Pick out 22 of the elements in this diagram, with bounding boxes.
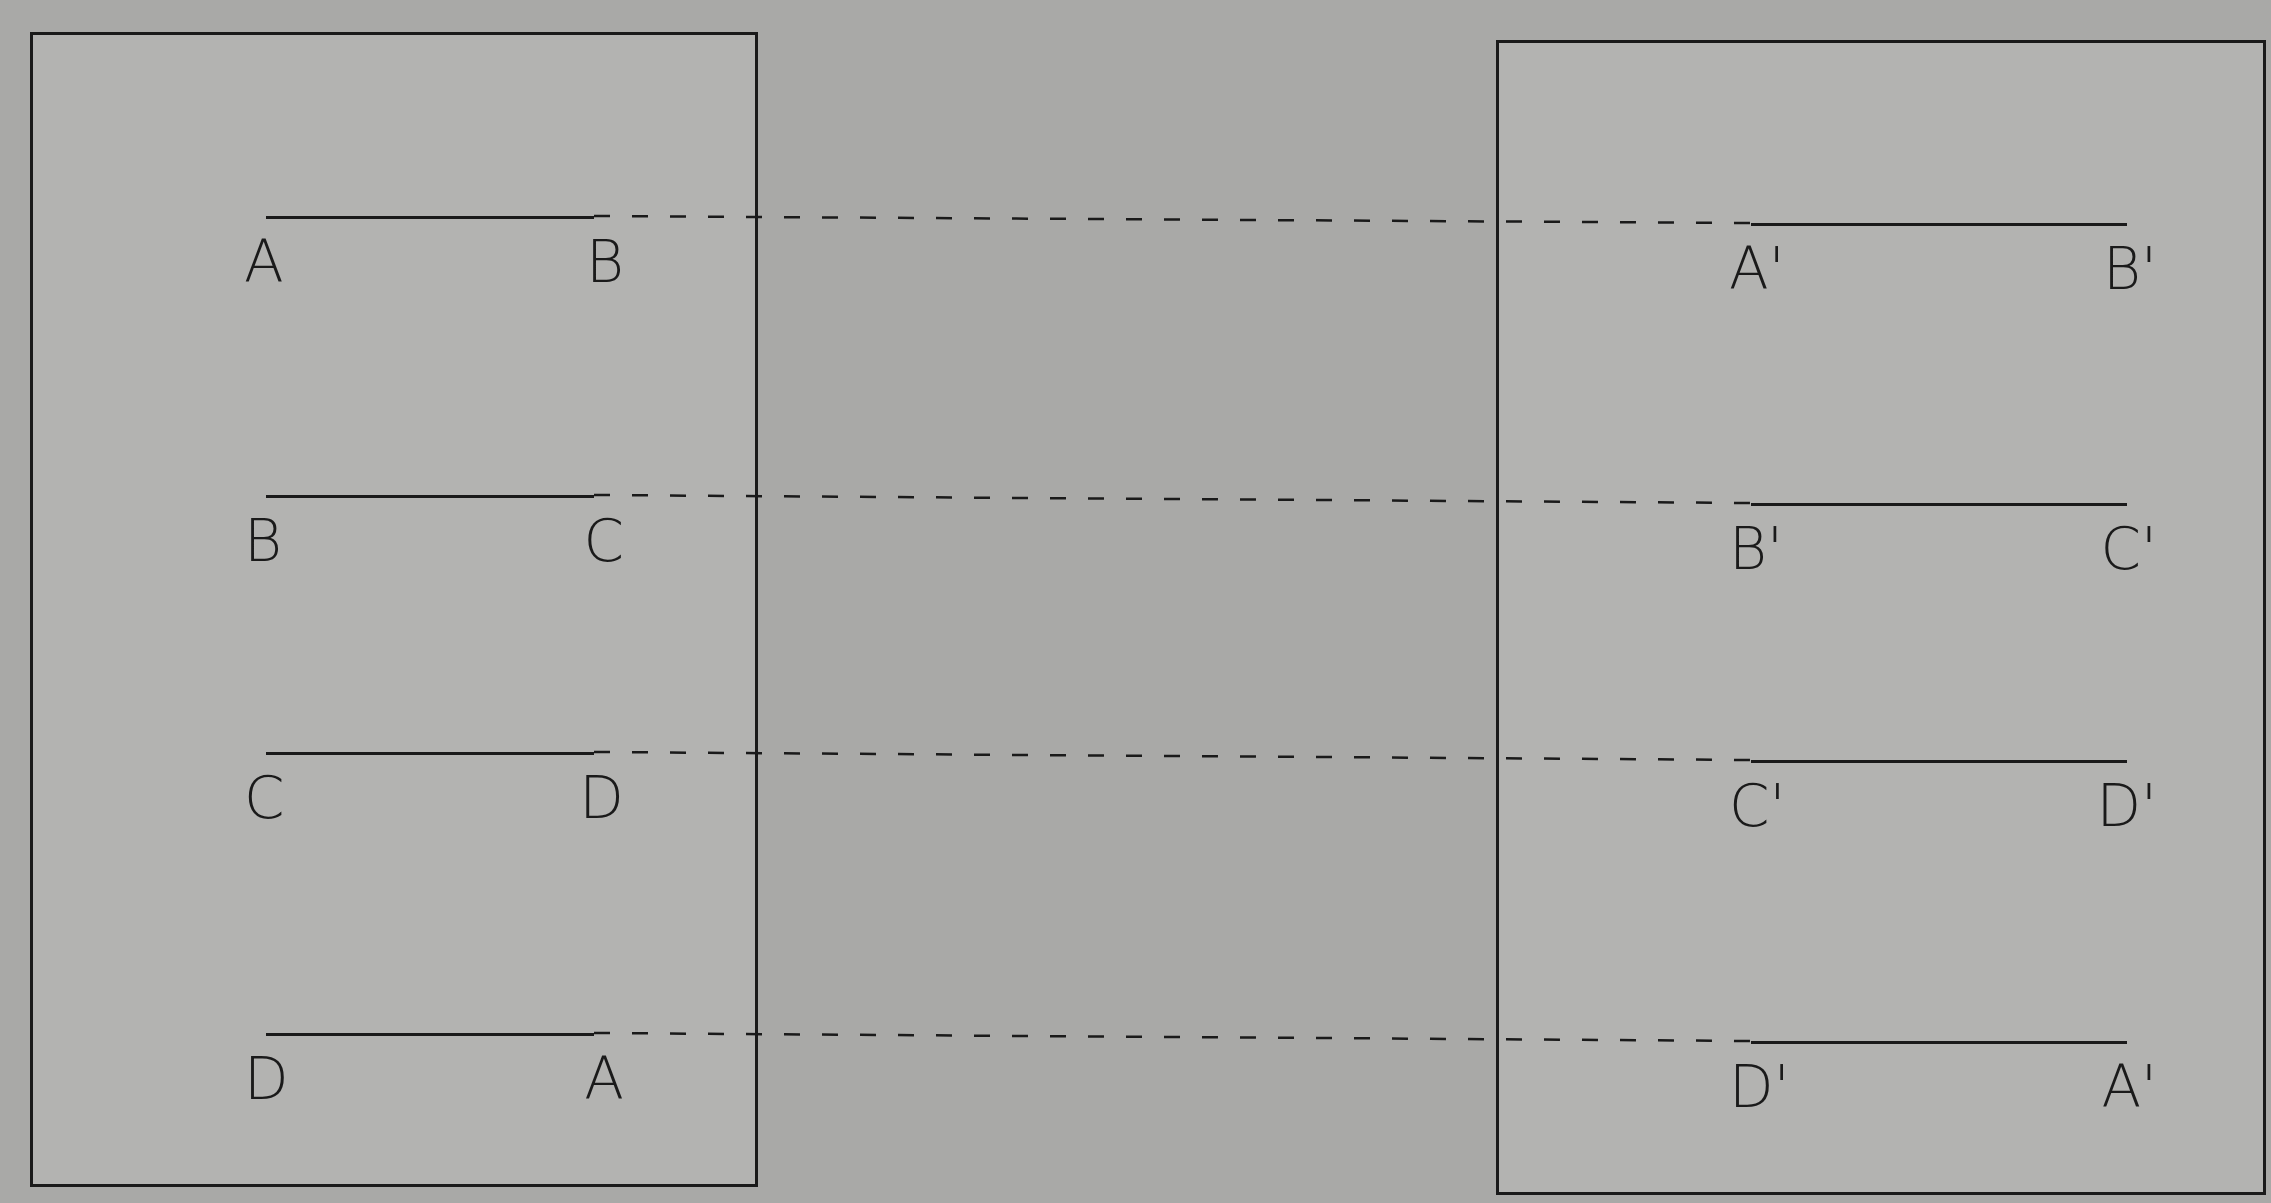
box-outline — [1496, 40, 2266, 1195]
point-label: D' — [1729, 1058, 1790, 1116]
dashed-line — [594, 1031, 1751, 1043]
point-label: A — [244, 233, 284, 291]
point-label: C' — [1729, 777, 1786, 835]
dashed-line — [594, 214, 1751, 225]
point-label: A' — [2101, 1058, 2157, 1116]
point-label: A' — [1729, 240, 1785, 298]
point-label: B — [586, 233, 624, 291]
point-label: D — [579, 769, 624, 827]
point-label: A — [584, 1050, 624, 1108]
point-label: C' — [2100, 520, 2157, 578]
point-label: C — [244, 769, 285, 827]
point-label: B' — [2103, 240, 2157, 298]
point-label: B' — [1729, 520, 1783, 578]
dashed-line — [594, 750, 1751, 762]
box-outline — [30, 32, 758, 1187]
point-label: D' — [2096, 777, 2157, 835]
dashed-line — [594, 493, 1751, 505]
point-label: D — [244, 1050, 289, 1108]
point-label: B — [244, 512, 282, 570]
point-label: C — [583, 512, 624, 570]
